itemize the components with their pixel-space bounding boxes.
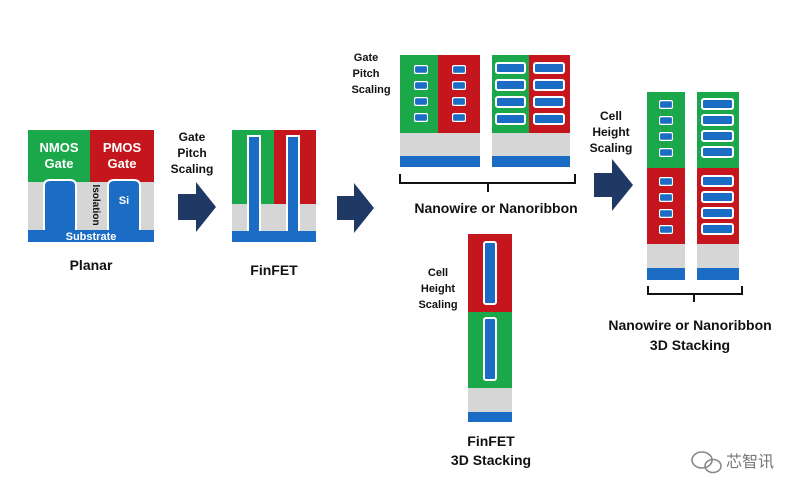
cell-height-scaling-right-label: Cell Height Scaling [590,109,633,211]
si-label: Si [119,195,129,207]
planar-caption: Planar [70,257,113,273]
finfet-3d-device [468,234,512,422]
gate-pitch-scaling-top-label: Gate Pitch Scaling [351,52,390,96]
arrow-3-icon [594,159,633,211]
substrate [28,230,154,242]
gate-pitch-top-line3: Scaling [351,84,390,96]
finfet3d-label-line1: Cell [428,267,448,279]
nanowire-3d-bracket [647,286,743,302]
cell-height-right-line1: Cell [600,109,622,123]
nanowire-bracket [399,174,576,192]
arrow1-label-line3: Scaling [171,162,214,176]
cell-height-right-line2: Height [592,125,629,139]
nmos-label-line2: Gate [45,156,74,171]
finfet-3d-label: Cell Height Scaling [418,267,457,311]
finfet3d-label-line2: Height [421,283,456,295]
substrate-label: Substrate [66,231,117,243]
pmos-label-line2: Gate [108,156,137,171]
finfet3d-caption-line2: 3D Stacking [451,452,531,468]
nanowire-3d-device [647,92,685,280]
nmos-si-fin [43,179,77,233]
gate-pitch-scaling-arrow-1: Gate Pitch Scaling [171,130,216,232]
planar-device: NMOS Gate PMOS Gate Isolation Si Substra… [28,130,154,273]
pmos-label-line1: PMOS [103,140,142,155]
gate-pitch-top-line2: Pitch [353,68,380,80]
arrow-1-icon [178,182,216,232]
watermark: 芯智讯 [691,451,774,474]
nanoribbon-device-1 [492,55,570,167]
nanoribbon-3d-device [697,92,739,280]
nmos-gate [28,130,90,182]
isolation-label: Isolation [90,184,101,225]
gate-pitch-top-line1: Gate [354,52,378,64]
nanowire-device-1 [400,55,480,167]
wechat-icon [691,451,722,474]
pmos-gate [90,130,154,182]
cell-height-right-line3: Scaling [590,141,633,155]
nanowire-caption: Nanowire or Nanoribbon [414,200,577,216]
arrow1-label-line1: Gate [179,130,206,144]
nmos-label-line1: NMOS [40,140,79,155]
finfet3d-label-line3: Scaling [418,299,457,311]
nanowire3d-caption-line2: 3D Stacking [650,337,730,353]
pmos-si-fin [107,179,141,233]
watermark-text: 芯智讯 [726,452,774,471]
finfet-device: FinFET [232,130,316,278]
finfet3d-caption-line1: FinFET [467,433,515,449]
arrow1-label-line2: Pitch [177,146,206,160]
arrow-2-icon [337,183,374,233]
finfet-caption: FinFET [250,262,298,278]
nanowire3d-caption-line1: Nanowire or Nanoribbon [608,317,771,333]
